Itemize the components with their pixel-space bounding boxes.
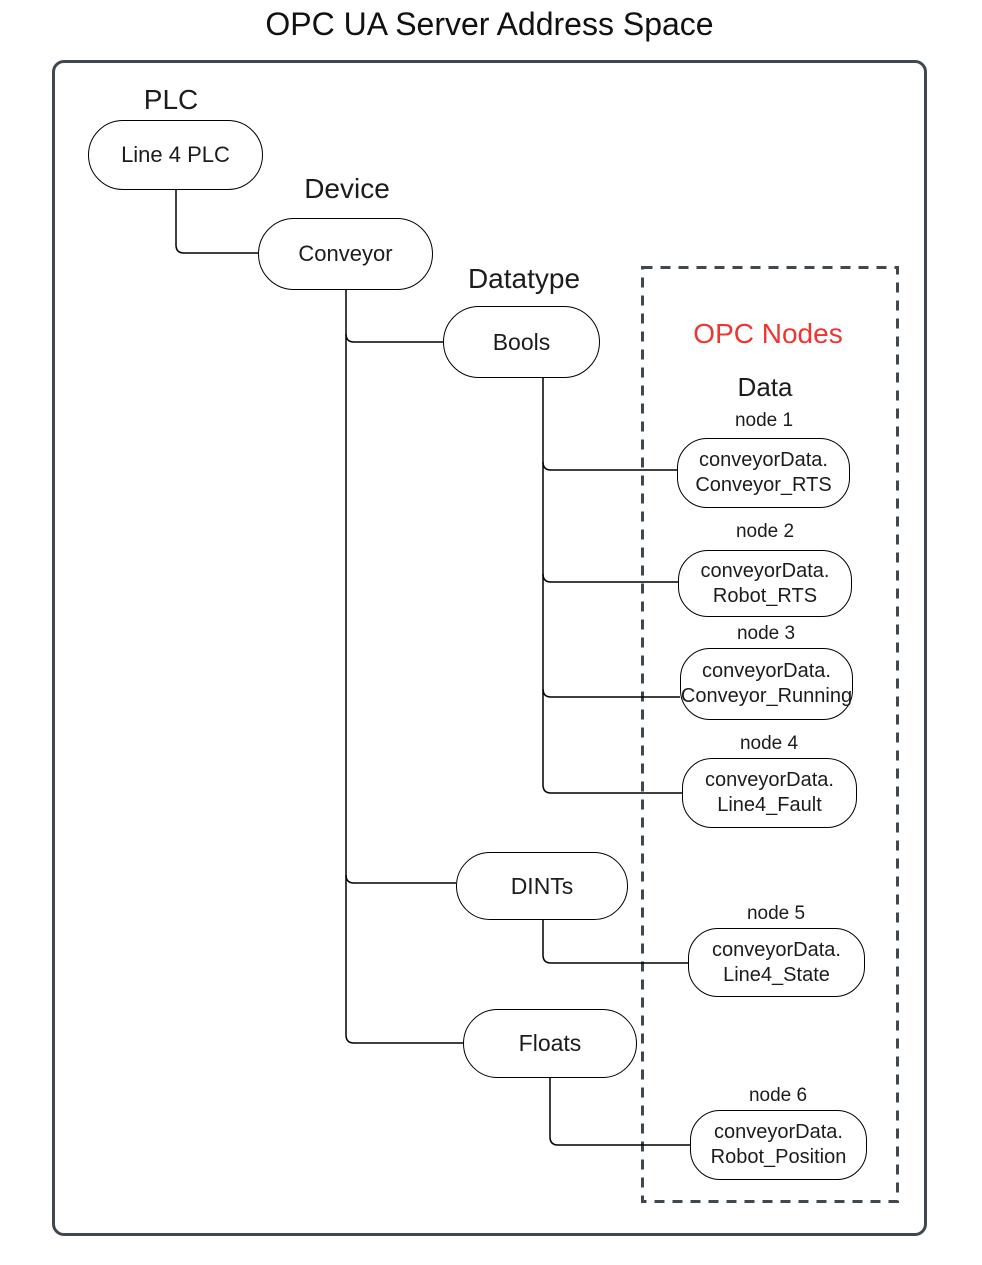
node-robot-position: conveyorData. Robot_Position xyxy=(690,1110,867,1180)
node-robot-position-line2: Robot_Position xyxy=(710,1146,847,1168)
edge-conveyor-bools xyxy=(345,333,443,343)
node-dints: DINTs xyxy=(456,852,628,920)
edge-dints-node5 xyxy=(542,920,688,964)
label-data: Data xyxy=(737,372,793,402)
label-datatype: Datatype xyxy=(467,263,581,294)
edge-bools-node2 xyxy=(542,573,678,583)
label-node3: node 3 xyxy=(736,623,796,644)
node-line4-plc: Line 4 PLC xyxy=(88,120,263,190)
edge-bools-node1 xyxy=(542,461,677,471)
node-floats: Floats xyxy=(463,1009,637,1078)
edge-plc-conveyor xyxy=(175,190,258,254)
node-bools: Bools xyxy=(443,306,600,378)
node-conveyor-rts: conveyorData. Conveyor_RTS xyxy=(677,438,850,508)
node-line4-fault-line1: conveyorData. xyxy=(705,769,834,791)
label-node2: node 2 xyxy=(735,521,795,542)
label-opc-nodes: OPC Nodes xyxy=(693,318,843,349)
node-line4-state-line2: Line4_State xyxy=(723,963,830,986)
node-line4-state-line1: conveyorData. xyxy=(712,938,841,961)
label-node6: node 6 xyxy=(748,1085,808,1106)
edge-conveyor-dints xyxy=(345,874,456,884)
node-conveyor-running-line2: Conveyor_Running xyxy=(680,685,853,707)
address-space-frame xyxy=(52,60,927,1236)
node-conveyor: Conveyor xyxy=(258,218,433,290)
node-conveyor-rts-line2: Conveyor_RTS xyxy=(695,474,832,496)
diagram-title: OPC UA Server Address Space xyxy=(265,6,714,42)
label-node1: node 1 xyxy=(734,410,794,431)
edge-conveyor-floats xyxy=(345,290,463,1044)
opc-nodes-dashed-frame xyxy=(641,266,899,1203)
node-robot-rts: conveyorData. Robot_RTS xyxy=(678,550,852,617)
node-conveyor-rts-line1: conveyorData. xyxy=(699,449,828,471)
node-robot-position-line1: conveyorData. xyxy=(714,1121,843,1143)
label-node4: node 4 xyxy=(739,733,799,754)
edge-bools-node3 xyxy=(542,688,680,698)
node-line4-fault: conveyorData. Line4_Fault xyxy=(682,758,857,828)
node-line4-state: conveyorData. Line4_State xyxy=(688,928,865,997)
label-node5: node 5 xyxy=(746,903,806,924)
node-robot-rts-line2: Robot_RTS xyxy=(712,584,818,607)
label-device: Device xyxy=(304,173,390,204)
edge-floats-node6 xyxy=(549,1078,690,1146)
edge-bools-node4 xyxy=(542,378,682,794)
node-conveyor-running-line1: conveyorData. xyxy=(702,660,831,682)
node-line4-fault-line2: Line4_Fault xyxy=(717,794,822,816)
node-robot-rts-line1: conveyorData. xyxy=(700,559,830,582)
node-conveyor-running: conveyorData. Conveyor_Running xyxy=(680,648,853,720)
label-plc: PLC xyxy=(143,84,199,115)
